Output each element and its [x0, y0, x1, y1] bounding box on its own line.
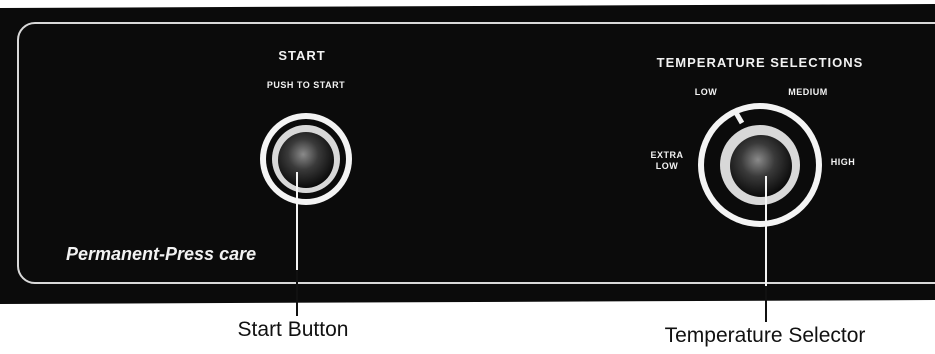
brand-label: Permanent-Press care: [66, 244, 257, 264]
temperature-selector-callout: Temperature Selector: [664, 324, 866, 347]
panel-border: [17, 22, 935, 284]
temperature-selector[interactable]: [698, 103, 822, 227]
start-title: START: [278, 48, 326, 63]
start-subtitle: PUSH TO START: [266, 80, 346, 90]
start-button[interactable]: [260, 113, 352, 205]
temperature-knob-face: [730, 135, 792, 197]
temperature-pointer-mark: [732, 109, 745, 125]
temperature-label-low: LOW: [694, 87, 718, 97]
temperature-label-medium: MEDIUM: [788, 87, 828, 97]
start-button-face: [278, 132, 334, 188]
extra-low-line2: LOW: [655, 161, 679, 171]
start-button-callout: Start Button: [237, 318, 349, 341]
temperature-label-high: HIGH: [830, 157, 856, 167]
extra-low-line1: EXTRA: [650, 150, 684, 160]
temperature-title: TEMPERATURE SELECTIONS: [656, 55, 864, 70]
temperature-label-extra-low: EXTRA LOW: [650, 150, 683, 172]
